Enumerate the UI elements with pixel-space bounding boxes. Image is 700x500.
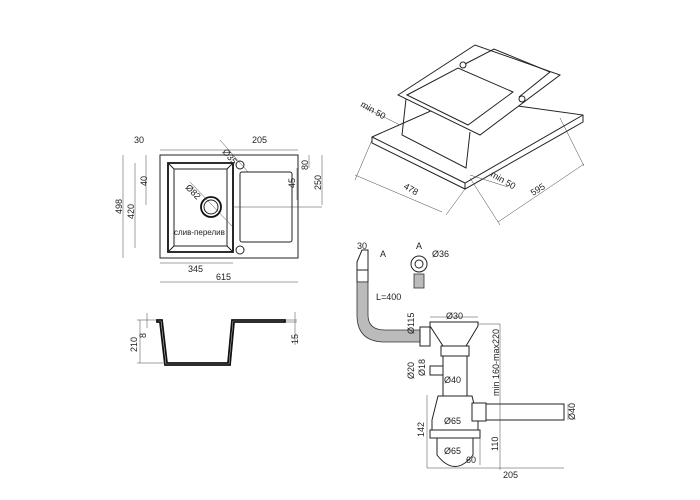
- dim-d20: Ø20: [406, 362, 416, 379]
- dim-d40-pipe: Ø40: [444, 375, 461, 385]
- strainer-funnel: [429, 321, 479, 347]
- dim-498: 498: [114, 199, 124, 214]
- overflow-head: [356, 249, 369, 271]
- overflow-mark: [235, 245, 245, 255]
- dim-420: 420: [126, 204, 136, 219]
- dim-478: 478: [402, 181, 420, 197]
- min50-right: min 50: [489, 169, 517, 191]
- drainboard-iso: [464, 48, 551, 98]
- outlet-nut: [471, 402, 487, 422]
- upper-nut: [440, 345, 470, 357]
- sink-outline: [159, 154, 299, 259]
- dim-d18: Ø18: [417, 359, 427, 376]
- overflow-grate: [410, 255, 428, 273]
- drain-overflow-label: слив-перелив: [174, 228, 225, 237]
- isometric-view: min 50 478 min 50 595: [354, 44, 585, 226]
- grate-thread: [413, 273, 425, 289]
- tap-hole: [235, 160, 245, 170]
- sink-profile: [156, 319, 286, 366]
- outlet-pipe: [485, 403, 565, 421]
- label-a-view: A: [416, 241, 422, 251]
- siphon-view: 30 A A Ø36 L=400 Ø115 Ø30 min 160-max220…: [356, 241, 577, 480]
- bowl-inner: [167, 162, 234, 253]
- dim-30: 30: [134, 135, 144, 145]
- overflow-connector: [356, 269, 369, 283]
- dim-205: 205: [252, 135, 267, 145]
- dim-d30: Ø30: [446, 311, 463, 321]
- bowl-body: [401, 98, 471, 169]
- vertical-pipe: [442, 355, 468, 397]
- dim-d82: Ø82: [184, 182, 203, 201]
- dim-d65-bottom: Ø65: [444, 446, 461, 456]
- dim-8: 8: [138, 333, 148, 338]
- min50-left: min 50: [359, 99, 387, 121]
- hose-nut: [419, 326, 431, 347]
- dim-45: 45: [287, 178, 297, 188]
- tap-hole-iso: [459, 61, 467, 69]
- dim-80: 80: [300, 160, 310, 170]
- top-view: 30 Ø35 205 80 45 250 40 420 498 Ø82 слив…: [114, 135, 323, 283]
- trap-cup: [436, 437, 474, 467]
- dim-d65-top: Ø65: [444, 416, 461, 426]
- dim-615: 615: [216, 272, 231, 282]
- trap-nut: [429, 429, 481, 439]
- dim-250: 250: [313, 175, 323, 190]
- dim-d36: Ø36: [432, 249, 449, 259]
- overflow-hole-iso: [518, 95, 526, 103]
- dim-205: 205: [503, 470, 518, 480]
- drain-hole: [200, 196, 222, 218]
- hose-length: L=400: [376, 292, 401, 302]
- bowl-opening: [405, 67, 514, 126]
- countertop-edge: [371, 114, 584, 189]
- sink-rim: [396, 44, 562, 136]
- side-inlet: [429, 365, 444, 376]
- dim-110: 110: [490, 437, 500, 451]
- dim-d115: Ø115: [406, 313, 416, 334]
- dim-height-range: min 160-max220: [491, 329, 501, 396]
- dim-345: 345: [188, 264, 203, 274]
- side-view: 210 8 15: [129, 312, 300, 366]
- dim-d40-outlet: Ø40: [567, 403, 577, 420]
- dim-595: 595: [529, 181, 547, 197]
- dim-210: 210: [129, 337, 139, 352]
- dim-40: 40: [139, 176, 149, 186]
- dim-30: 30: [357, 241, 367, 251]
- dim-15: 15: [290, 334, 300, 344]
- dim-60: 60: [466, 455, 476, 465]
- label-a-side: A: [380, 249, 386, 259]
- dim-142: 142: [416, 422, 426, 437]
- drain-inner: [203, 199, 219, 215]
